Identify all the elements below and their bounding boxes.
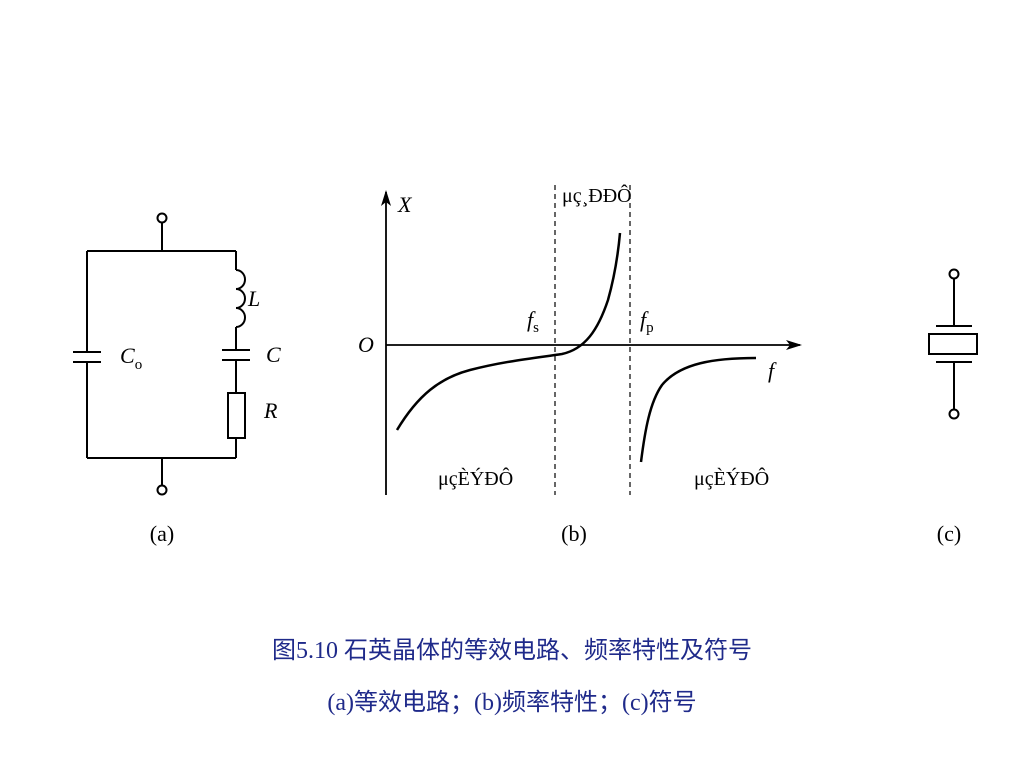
region-label-inductive: μç¸ÐÐÔ xyxy=(562,183,632,207)
reactance-curve-low xyxy=(395,232,622,431)
resistor-body xyxy=(227,392,246,439)
bottom-terminal xyxy=(156,484,168,496)
figure-caption-subtitle: (a)等效电路；(b)频率特性；(c)符号 xyxy=(327,690,697,716)
label-r: R xyxy=(263,398,278,423)
crystal-bottom-terminal xyxy=(948,408,960,420)
panel-b-label: (b) xyxy=(561,521,587,546)
label-co: Co xyxy=(120,343,142,373)
frequency-characteristic xyxy=(381,185,802,495)
crystal-body xyxy=(928,333,978,355)
reactance-curve-high xyxy=(639,356,757,463)
label-fs: fs xyxy=(527,307,539,336)
region-label-capacitive-left: μçÈÝÐÔ xyxy=(438,466,513,490)
axis-label-x-reactance: X xyxy=(397,192,413,217)
inductor-coil xyxy=(235,269,246,328)
figure-caption-title: 图5.10 石英晶体的等效电路、频率特性及符号 xyxy=(272,638,752,664)
top-terminal xyxy=(156,212,168,224)
region-label-capacitive-right: μçÈÝÐÔ xyxy=(694,466,769,490)
panel-a-label: (a) xyxy=(150,521,174,546)
label-l: L xyxy=(247,286,260,311)
label-fp: fp xyxy=(640,307,654,336)
origin-label: O xyxy=(358,332,374,357)
frequency-labels: X f O fs fp μç¸ÐÐÔ μçÈÝÐÔ μçÈÝÐÔ xyxy=(358,183,777,490)
crystal-top-terminal xyxy=(948,268,960,280)
panel-c-label: (c) xyxy=(937,521,961,546)
crystal-symbol xyxy=(928,268,978,420)
axis-label-f: f xyxy=(768,358,777,383)
label-c: C xyxy=(266,342,281,367)
circuit-labels: Co L C R xyxy=(120,286,281,423)
equivalent-circuit xyxy=(73,212,250,496)
